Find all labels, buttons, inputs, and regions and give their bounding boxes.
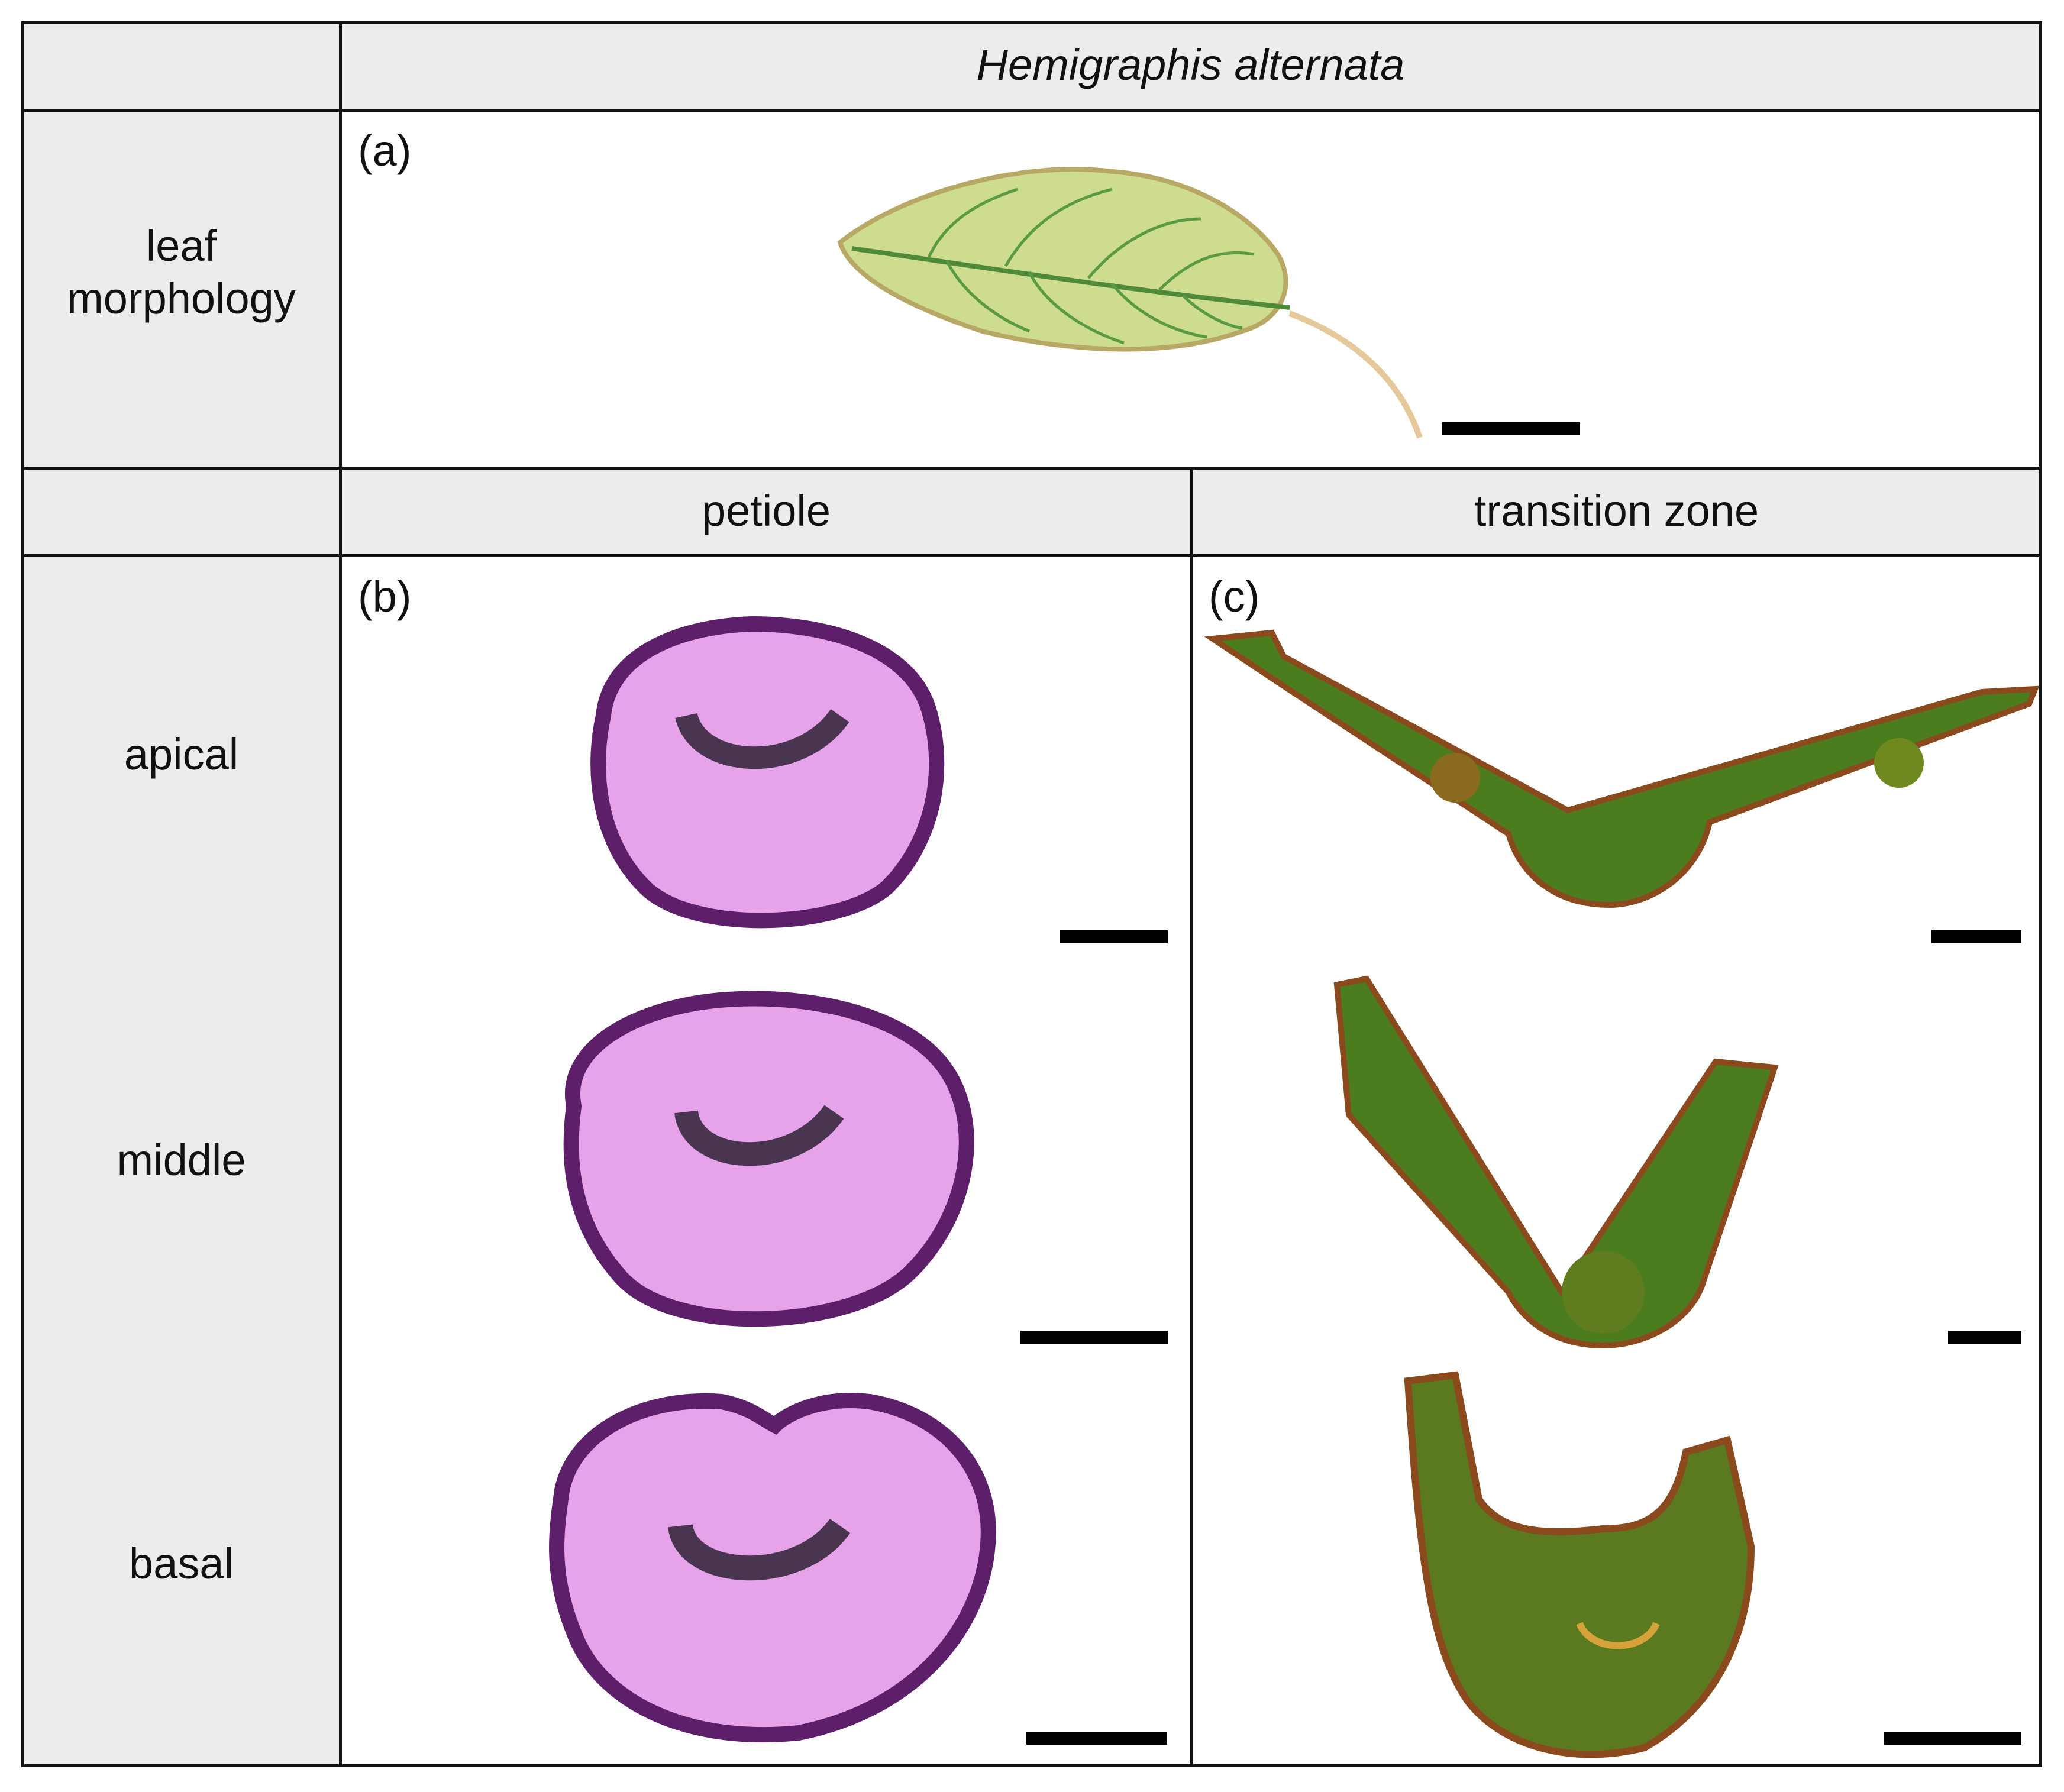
corner-header-cell: [22, 22, 340, 110]
scale-bar-b-middle: [1020, 1331, 1168, 1344]
grid-line: [21, 21, 2042, 24]
transition-section-basal: [1404, 1371, 1755, 1758]
petiole-header-cell: [340, 468, 1192, 555]
grid-line: [21, 109, 2042, 112]
grid-line: [2039, 21, 2042, 1767]
leaf-row-label-cell: [22, 110, 340, 468]
row-label-leaf-morphology: leaf morphology: [22, 220, 340, 325]
transition-section-apical: [1204, 629, 2040, 908]
petiole-section-basal: [549, 1393, 996, 1743]
scale-bar-c-basal: [1884, 1732, 2021, 1745]
row-label-middle: middle: [117, 1136, 246, 1185]
panel-label-a: (a): [358, 126, 412, 175]
leaf-photo: [837, 167, 1423, 439]
panel-label-c: (c): [1209, 572, 1260, 621]
grid-line: [21, 21, 24, 1767]
grid-line: [1190, 467, 1193, 1767]
transition-section-middle: [1333, 975, 1779, 1349]
transition-header-cell: [1192, 468, 2041, 555]
row-label-leaf-line2: morphology: [67, 273, 296, 323]
scale-bar-c-middle: [1948, 1331, 2021, 1344]
section-row-label-cell: [22, 555, 340, 1765]
scale-bar-b-basal: [1026, 1732, 1167, 1745]
species-header-cell: [340, 22, 2041, 110]
grid-line: [21, 554, 2042, 557]
grid-line: [339, 21, 342, 1767]
petiole-section-apical: [590, 616, 945, 929]
species-title: Hemigraphis alternata: [976, 40, 1405, 89]
scale-bar-b-apical: [1060, 930, 1168, 943]
petiole-section-middle: [563, 991, 974, 1327]
panel-label-b: (b): [358, 572, 412, 621]
section-corner-cell: [22, 468, 340, 555]
scale-bar-c-apical: [1931, 930, 2021, 943]
grid-line: [21, 1764, 2042, 1767]
row-label-apical: apical: [124, 730, 239, 779]
column-header-petiole: petiole: [701, 486, 831, 535]
scale-bar-a: [1442, 422, 1580, 435]
column-header-transition-zone: transition zone: [1474, 486, 1759, 535]
grid-line: [21, 467, 2042, 470]
row-label-basal: basal: [129, 1539, 234, 1588]
row-label-leaf-line1: leaf: [146, 221, 217, 270]
